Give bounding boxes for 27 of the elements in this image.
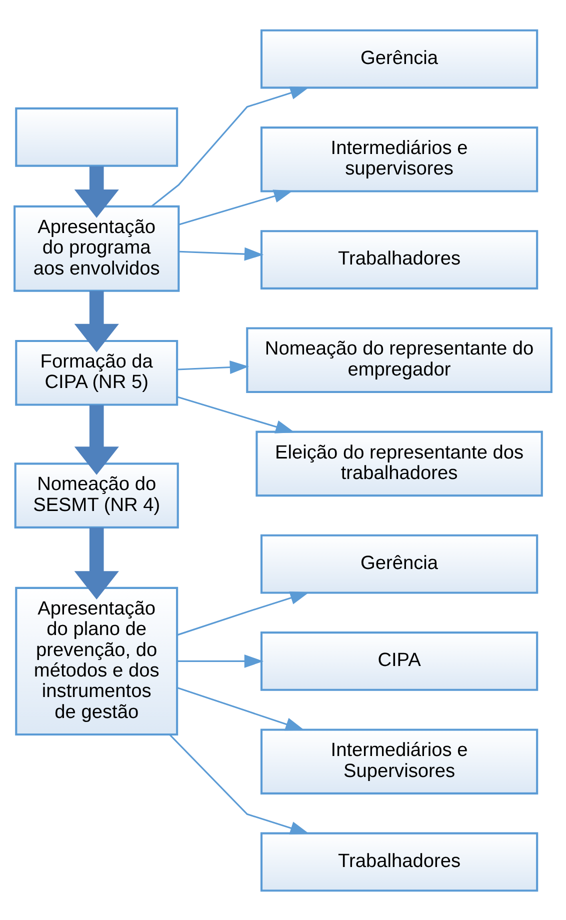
arrow bbox=[74, 404, 119, 474]
arrow bbox=[177, 591, 310, 636]
node-box: Gerência bbox=[260, 534, 538, 594]
arrow bbox=[151, 86, 310, 206]
arrow bbox=[177, 686, 305, 730]
node-box: Nomeação do representante do empregador bbox=[246, 326, 552, 393]
node-box: Gerência bbox=[260, 28, 538, 88]
arrow bbox=[74, 290, 119, 352]
node-box: Nomeação do SESMT (NR 4) bbox=[14, 462, 179, 528]
arrow bbox=[179, 246, 264, 260]
node-box: Intermediários e supervisores bbox=[260, 126, 538, 192]
node-box: Formação da CIPA (NR 5) bbox=[15, 339, 178, 406]
node-box: CIPA bbox=[260, 631, 538, 690]
node-box: Apresentação do plano de prevenção, do métodos e dos instrumentos de gestão bbox=[15, 586, 178, 736]
arrow bbox=[74, 166, 119, 218]
node-box: Trabalhadores bbox=[260, 832, 538, 892]
node-box: Intermediários e Supervisores bbox=[260, 728, 538, 794]
arrow bbox=[169, 734, 310, 834]
node-box: Trabalhadores bbox=[260, 230, 538, 289]
arrow bbox=[179, 189, 293, 225]
arrow bbox=[178, 654, 264, 668]
arrow bbox=[177, 396, 295, 433]
node-box: Apresentação do programa aos envolvidos bbox=[14, 204, 180, 292]
node-box: Eleição do representante dos trabalhadores bbox=[256, 430, 543, 496]
node-box bbox=[15, 106, 178, 166]
arrow bbox=[74, 527, 119, 599]
arrow bbox=[178, 360, 249, 374]
